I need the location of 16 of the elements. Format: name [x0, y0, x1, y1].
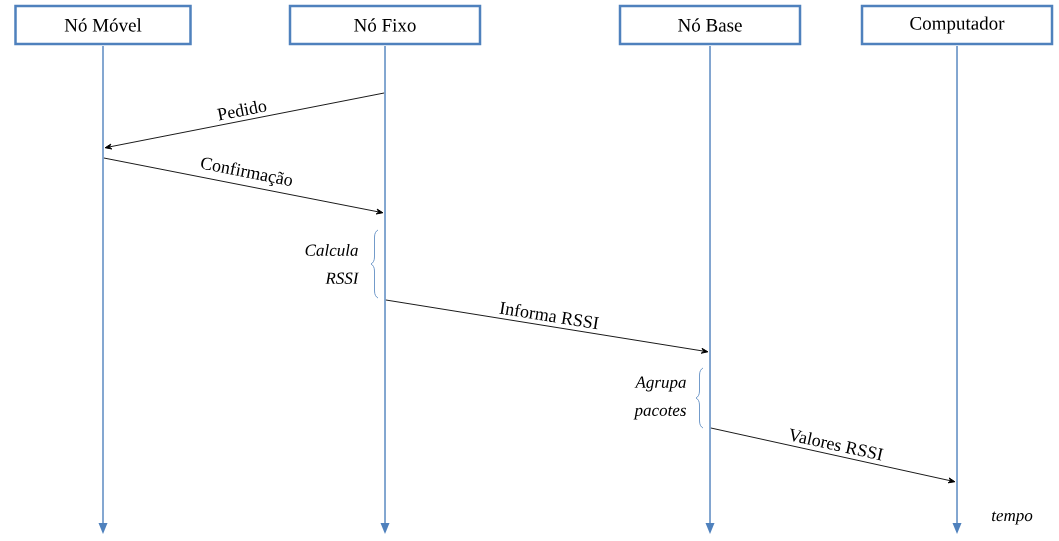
message-arrow — [710, 427, 956, 484]
lifeline-header-box: Nó Base — [618, 4, 802, 46]
message-arrow — [385, 299, 709, 354]
message-label: Valores RSSI — [790, 428, 884, 461]
lifeline-header-box: Nó Móvel — [14, 4, 192, 46]
lifeline-header-box: Computador — [860, 4, 1054, 46]
lifeline-arrow — [380, 46, 390, 534]
lifeline-arrow — [98, 46, 108, 534]
lifeline-arrow — [705, 46, 715, 534]
message-arrow — [104, 92, 385, 150]
message-label: Informa RSSI — [499, 301, 600, 330]
message-arrow — [103, 157, 384, 215]
lifeline-arrow — [952, 46, 962, 534]
lifeline-header-box: Nó Fixo — [288, 4, 482, 46]
message-label: Pedido — [216, 100, 267, 121]
message-label: Confirmação — [201, 157, 292, 187]
